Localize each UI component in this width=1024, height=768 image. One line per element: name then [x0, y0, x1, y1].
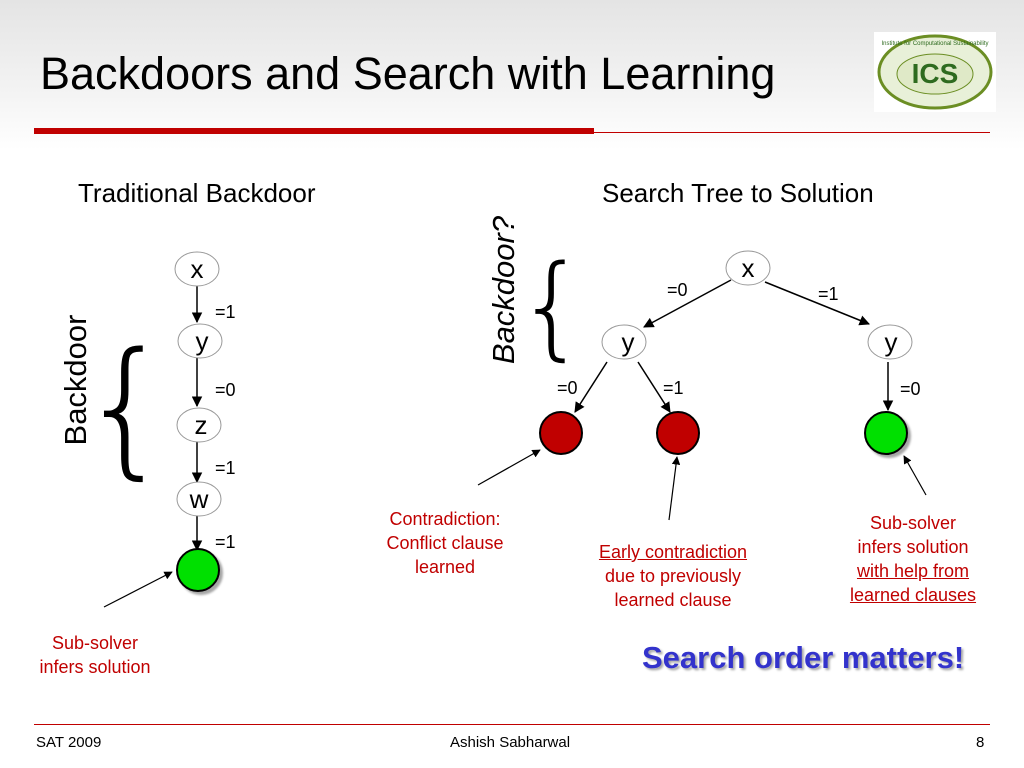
logo-text: ICS — [912, 58, 959, 89]
edge-label-w: =1 — [215, 532, 236, 552]
note-line: Sub-solver — [51, 633, 139, 653]
node-y-left: y — [177, 323, 223, 359]
callout-search-order: Search order matters! — [642, 640, 965, 675]
edge-root-right — [764, 281, 870, 326]
edge-root-left — [643, 279, 732, 328]
svg-text:x: x — [191, 254, 204, 284]
note-early-contradiction: Early contradiction due to previously le… — [588, 540, 758, 612]
solution-node-right — [864, 411, 908, 455]
note-line: Sub-solver — [869, 513, 957, 533]
note-contradiction: Contradiction: Conflict clause learned — [370, 507, 520, 579]
note-subsolver-left: Sub-solver infers solution — [24, 631, 166, 679]
brace-left: { — [79, 321, 173, 493]
note-line: learned — [414, 557, 476, 577]
node-z-left: z — [176, 407, 222, 443]
edge-label-left-right: =1 — [663, 378, 684, 398]
node-y-right-left: y — [601, 324, 647, 360]
slide-title: Backdoors and Search with Learning — [40, 48, 776, 99]
edge-left-left — [574, 361, 608, 413]
svg-text:w: w — [189, 484, 209, 514]
heading-traditional-backdoor: Traditional Backdoor — [78, 178, 316, 208]
node-w-left: w — [176, 481, 222, 517]
footer-page-number: 8 — [976, 734, 985, 751]
note-line: due to previously — [604, 566, 742, 586]
conflict-node-2 — [656, 411, 700, 455]
conflict-node-1 — [539, 411, 583, 455]
heading-search-tree: Search Tree to Solution — [602, 178, 874, 208]
solution-node-left — [176, 548, 220, 592]
title-rule — [34, 128, 594, 134]
ics-logo: ICS Institute for Computational Sustaina… — [874, 32, 996, 112]
pointer-left-solution — [103, 571, 173, 608]
node-x-left: x — [174, 251, 220, 287]
edge-left-right — [637, 361, 671, 413]
pointer-early-contradiction — [668, 456, 681, 521]
note-line: infers solution — [857, 537, 969, 557]
svg-text:x: x — [742, 253, 755, 283]
edge-label-x: =1 — [215, 302, 236, 322]
note-line-underlined: learned clauses — [849, 585, 977, 605]
edge-label-z: =1 — [215, 458, 236, 478]
edge-label-right-down: =0 — [900, 379, 921, 399]
edge-label-y: =0 — [215, 380, 236, 400]
svg-text:z: z — [195, 410, 208, 440]
node-x-right: x — [725, 250, 771, 286]
note-line-underlined: with help from — [856, 561, 970, 581]
edge-label-root-right: =1 — [818, 284, 839, 304]
svg-text:y: y — [622, 327, 635, 357]
pointer-contradiction — [477, 449, 541, 486]
note-line-underlined: Early contradiction — [598, 542, 748, 562]
note-subsolver-right: Sub-solver infers solution with help fro… — [838, 511, 988, 607]
title-rule-thin — [594, 132, 990, 133]
note-line: learned clause — [614, 590, 732, 610]
svg-text:y: y — [196, 326, 209, 356]
edge-label-left-left: =0 — [557, 378, 578, 398]
note-line: Contradiction: — [389, 509, 501, 529]
svg-text:y: y — [885, 327, 898, 357]
brace-right: { — [516, 242, 587, 372]
pointer-subsolver-right — [903, 455, 927, 496]
note-line: Conflict clause — [386, 533, 504, 553]
note-line: infers solution — [39, 657, 151, 677]
footer-author: Ashish Sabharwal — [450, 734, 571, 751]
logo-ring-text: Institute for Computational Sustainabili… — [881, 41, 988, 47]
footer-rule — [34, 724, 990, 725]
edge-label-root-left: =0 — [667, 280, 688, 300]
footer-conference: SAT 2009 — [36, 734, 102, 751]
node-y-right-right: y — [867, 324, 913, 360]
